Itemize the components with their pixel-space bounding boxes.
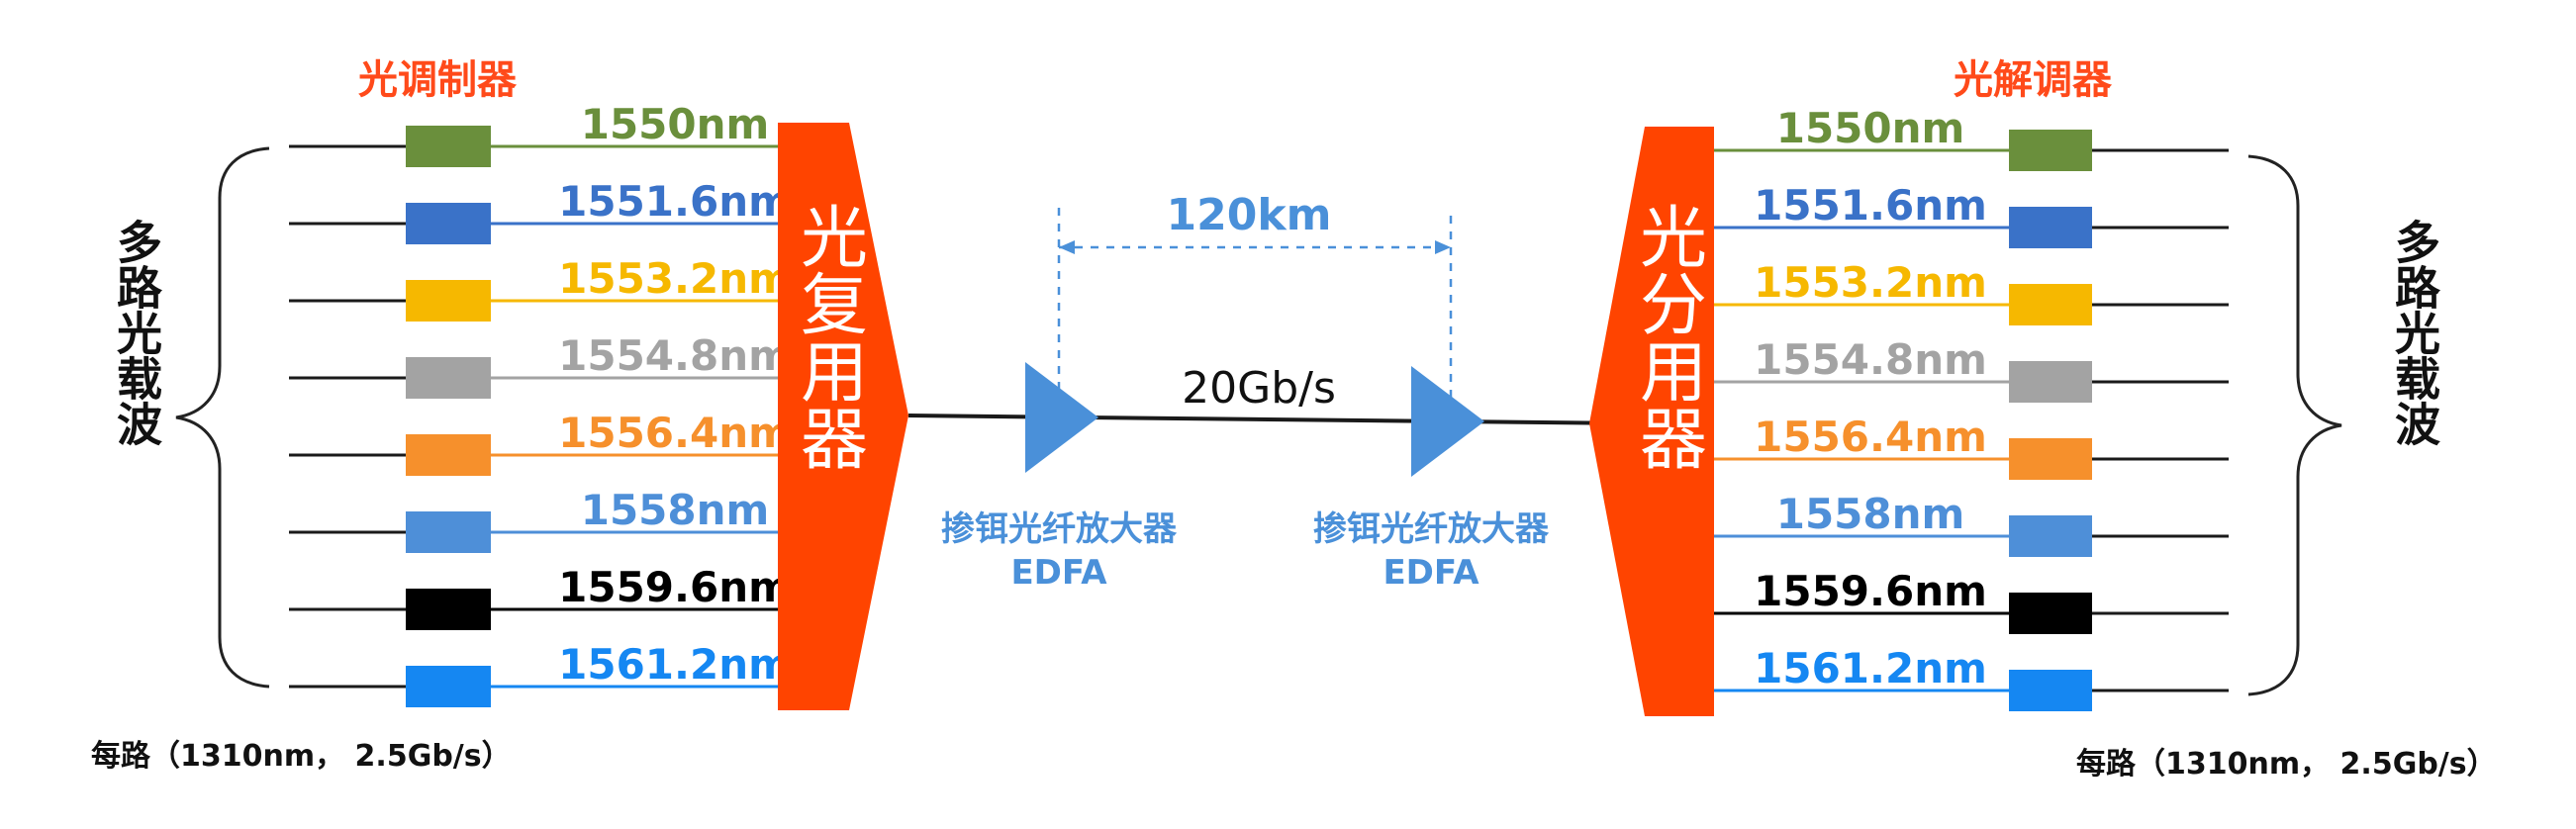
left-per-channel-note: 每路（1310nm， 2.5Gb/s） — [91, 739, 512, 774]
modulator-box — [406, 589, 491, 630]
demodulator-box — [2009, 670, 2092, 711]
edfa-2-name: 掺铒光纤放大器 — [1313, 509, 1550, 549]
demodulator-box — [2009, 207, 2092, 248]
modulator-box — [406, 434, 491, 476]
right-per-channel-note: 每路（1310nm， 2.5Gb/s） — [2076, 747, 2497, 782]
distance-label: 120km — [1167, 190, 1332, 240]
left-channel-wavelength-label: 1558nm — [581, 486, 770, 534]
left-channel-wavelength-label: 1556.4nm — [558, 409, 792, 457]
distance-arrowhead-right — [1435, 240, 1451, 254]
modulator-box — [406, 357, 491, 399]
modulator-box — [406, 280, 491, 322]
right-carrier-label: 多路光载波 — [2388, 219, 2441, 446]
modulator-box — [406, 666, 491, 707]
left-channel-wavelength-label: 1554.8nm — [558, 331, 792, 380]
multiplexer-block — [778, 123, 908, 710]
trunk-fiber — [907, 414, 1636, 425]
right-channel-wavelength-label: 1556.4nm — [1754, 413, 1987, 461]
edfa-amplifier-2 — [1411, 366, 1484, 477]
left-channel-wavelength-label: 1553.2nm — [558, 254, 792, 303]
multiplexer-label: 光复用器 — [789, 202, 867, 471]
link-rate-label: 20Gb/s — [1182, 363, 1336, 414]
demodulator-box — [2009, 130, 2092, 171]
left-channel-wavelength-label: 1559.6nm — [558, 563, 792, 611]
edfa-amplifier-1 — [1025, 362, 1098, 473]
demultiplexer-label: 光分用器 — [1628, 202, 1706, 471]
left-channel-wavelength-label: 1550nm — [581, 100, 770, 148]
demodulator-box — [2009, 593, 2092, 634]
demultiplexer-block — [1589, 127, 1714, 716]
demodulator-box — [2009, 438, 2092, 480]
right-carrier-brace — [2247, 154, 2342, 696]
demodulator-title: 光解调器 — [1954, 57, 2113, 103]
modulator-box — [406, 126, 491, 167]
right-channel-wavelength-label: 1559.6nm — [1754, 567, 1987, 615]
demodulator-box — [2009, 284, 2092, 325]
right-channel-wavelength-label: 1558nm — [1776, 490, 1965, 538]
right-channel-wavelength-label: 1553.2nm — [1754, 258, 1987, 307]
left-carrier-brace — [175, 146, 270, 689]
demodulator-box — [2009, 515, 2092, 557]
modulator-box — [406, 511, 491, 553]
edfa-1-name: 掺铒光纤放大器 — [941, 509, 1178, 549]
modulator-box — [406, 203, 491, 244]
distance-arrowhead-left — [1059, 240, 1075, 254]
left-channel-wavelength-label: 1561.2nm — [558, 640, 792, 689]
modulator-title: 光调制器 — [358, 57, 518, 103]
left-channel-wavelength-label: 1551.6nm — [558, 177, 792, 226]
demodulator-box — [2009, 361, 2092, 403]
right-channel-wavelength-label: 1561.2nm — [1754, 644, 1987, 692]
right-channel-wavelength-label: 1554.8nm — [1754, 335, 1987, 384]
right-channel-wavelength-label: 1550nm — [1776, 104, 1965, 152]
right-channel-wavelength-label: 1551.6nm — [1754, 181, 1987, 230]
edfa-2-abbr: EDFA — [1383, 553, 1479, 593]
edfa-1-abbr: EDFA — [1010, 553, 1107, 593]
left-carrier-label: 多路光载波 — [110, 219, 163, 446]
